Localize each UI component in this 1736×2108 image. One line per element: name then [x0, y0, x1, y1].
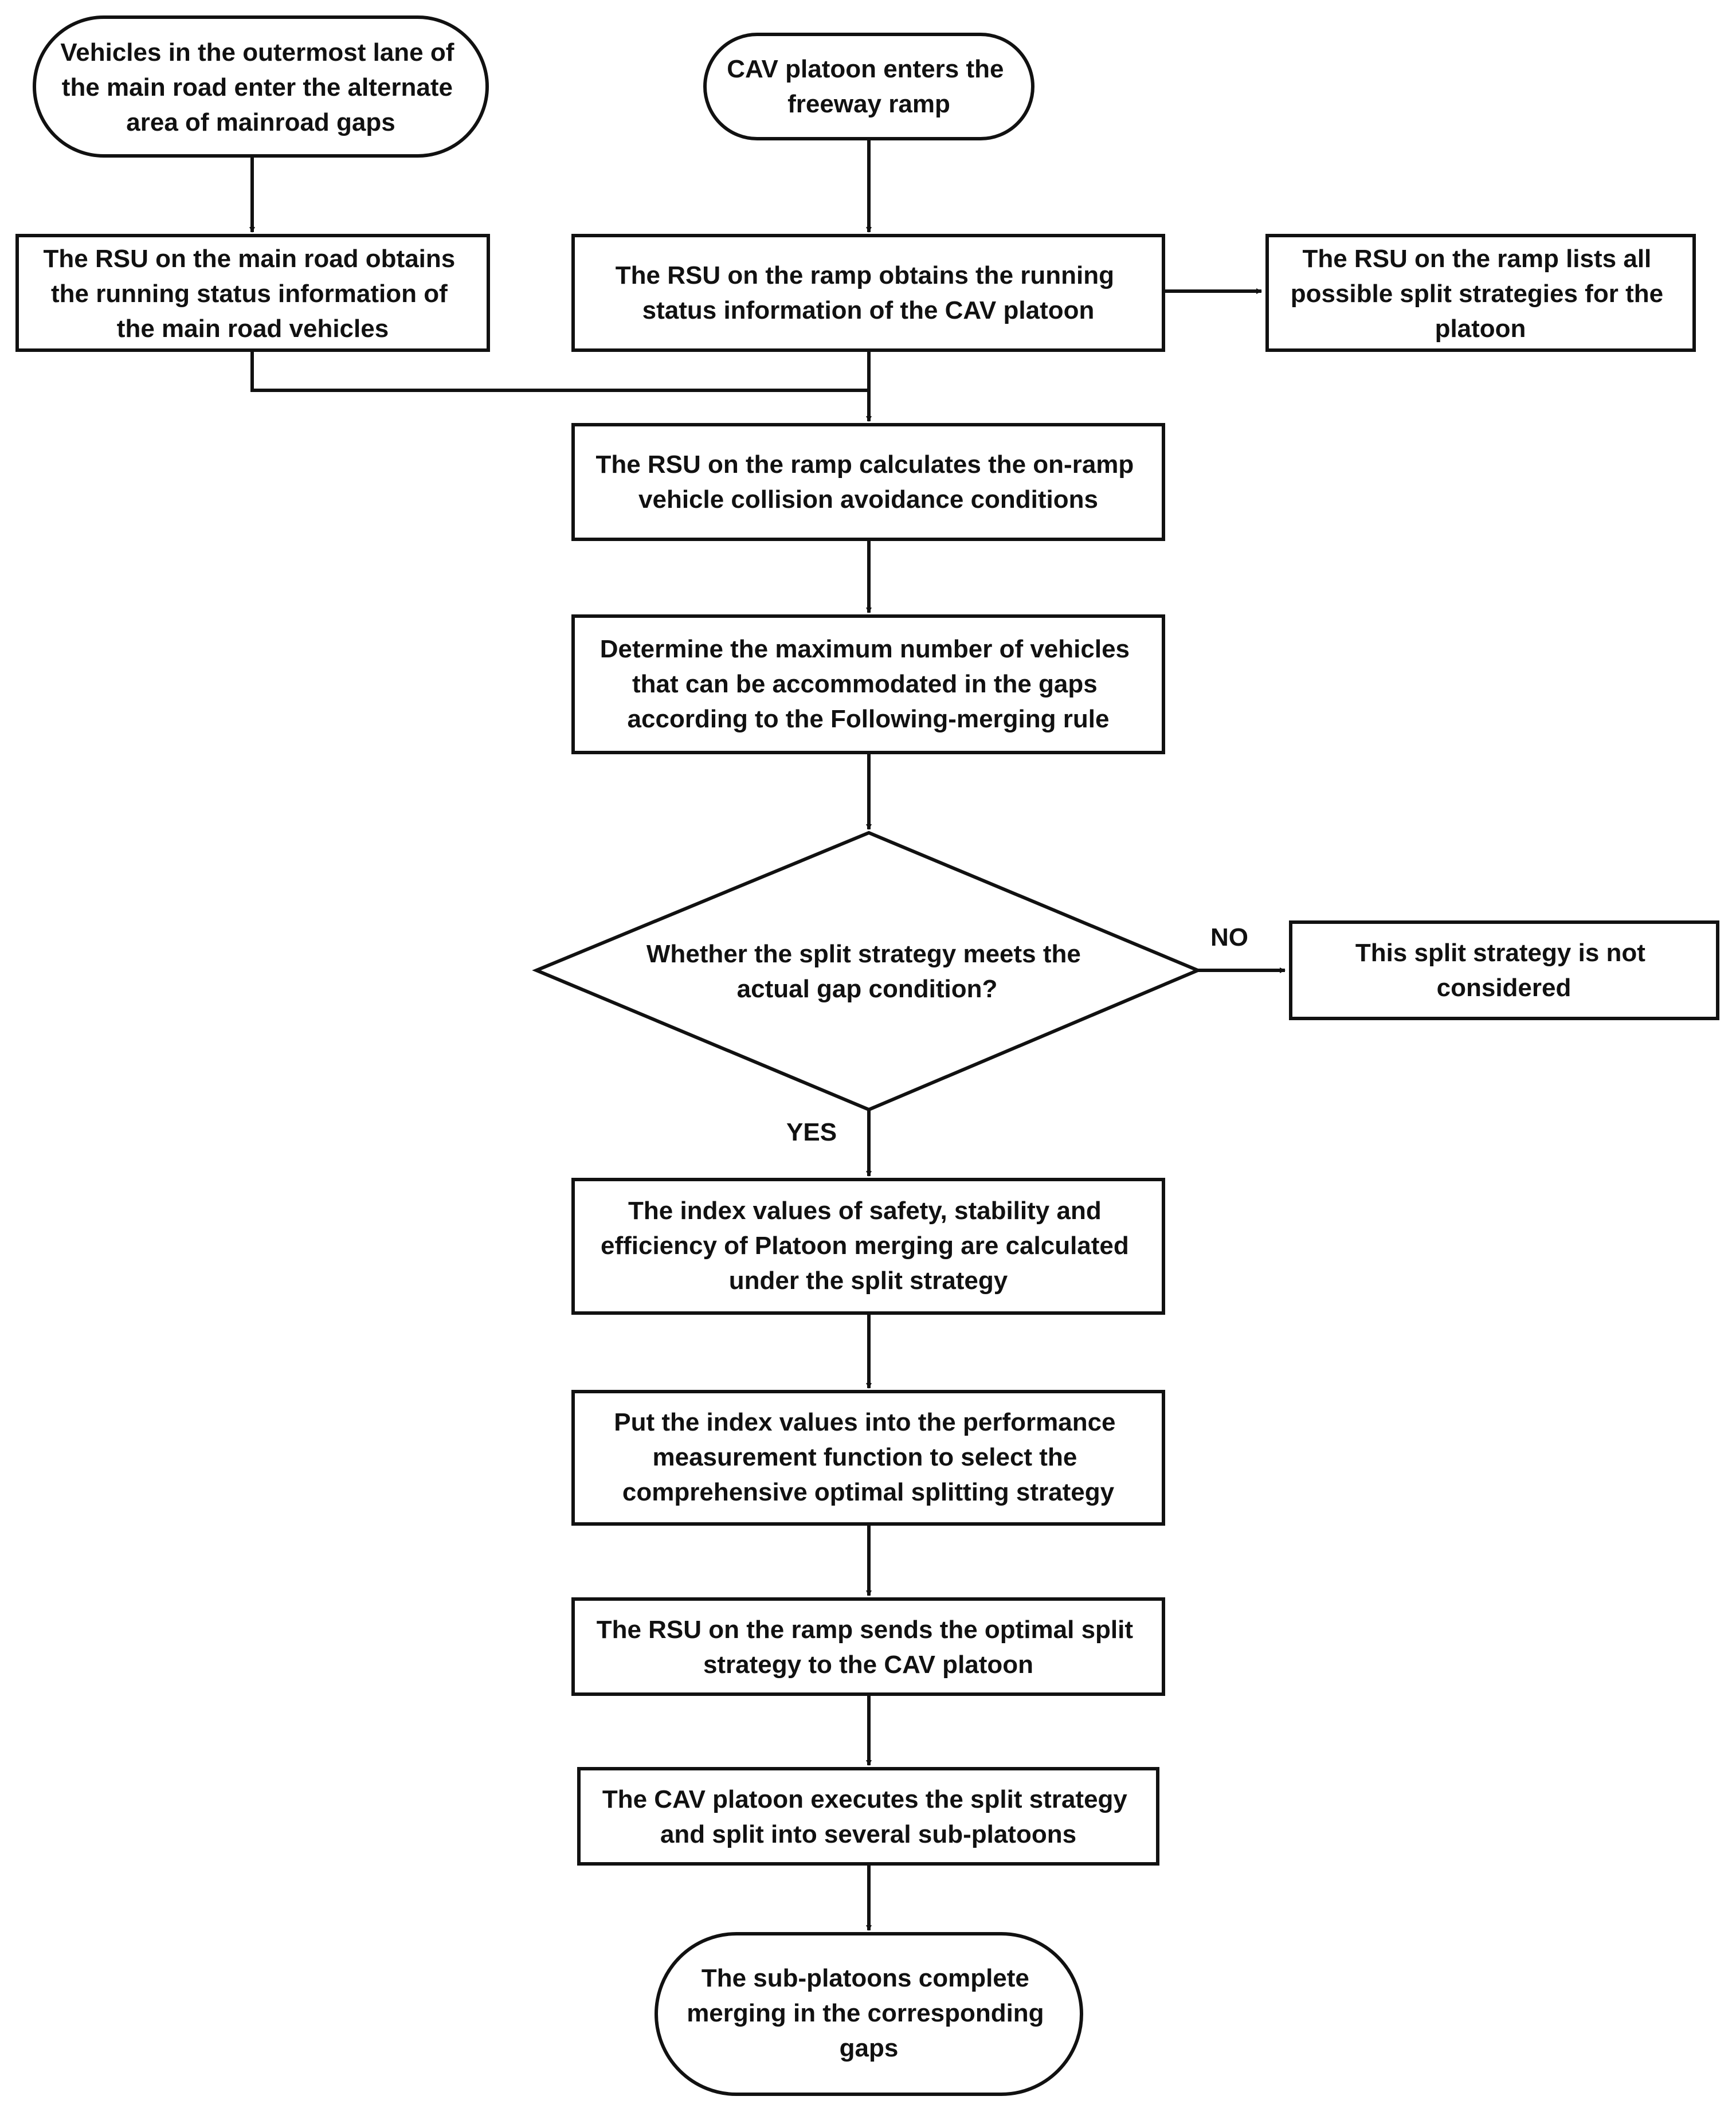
not-considered-box: [1289, 920, 1719, 1020]
start-mainroad-text: Vehicles in the outermost lane of the ma…: [60, 38, 461, 136]
text-line: Put the index values into the performanc…: [614, 1408, 1115, 1436]
text-line: The RSU on the ramp lists all: [1302, 245, 1651, 273]
text-line: The index values of safety, stability an…: [628, 1197, 1102, 1225]
execute-text: The CAV platoon executes the split strat…: [602, 1785, 1134, 1848]
text-line: the main road vehicles: [117, 315, 389, 343]
send-strategy-box: [571, 1597, 1165, 1696]
text-line: merging in the corresponding: [687, 1999, 1044, 2027]
start-platoon-terminal: [703, 33, 1034, 140]
text-line: Determine the maximum number of vehicles: [600, 635, 1130, 663]
decision-text: Whether the split strategy meets the act…: [646, 940, 1088, 1003]
performance-box: [571, 1390, 1165, 1526]
text-line: gaps: [840, 2034, 899, 2062]
text-line: under the split strategy: [729, 1267, 1008, 1295]
text-line: platoon: [1435, 315, 1526, 343]
text-line: The RSU on the ramp obtains the running: [616, 261, 1114, 289]
rsu-list-text: The RSU on the ramp lists all possible s…: [1291, 245, 1671, 343]
text-line: The CAV platoon executes the split strat…: [602, 1785, 1128, 1813]
rsu-main-box: [15, 234, 490, 352]
edge-labels: NO YES: [786, 923, 1248, 1146]
text-line: The RSU on the main road obtains: [44, 245, 456, 273]
index-values-text: The index values of safety, stability an…: [601, 1197, 1136, 1295]
start-mainroad-terminal: [33, 15, 489, 158]
rsu-main-text: The RSU on the main road obtains the run…: [44, 245, 463, 343]
max-vehicles-box: [571, 614, 1165, 754]
rsu-ramp-text: The RSU on the ramp obtains the running …: [616, 261, 1121, 324]
text-line: the running status information of: [51, 280, 448, 308]
text-line: the main road enter the alternate: [62, 73, 453, 101]
execute-box: [577, 1767, 1159, 1866]
node-texts: Vehicles in the outermost lane of the ma…: [44, 38, 1671, 2062]
text-line: according to the Following-merging rule: [628, 705, 1110, 733]
text-line: vehicle collision avoidance conditions: [638, 485, 1098, 514]
text-line: that can be accommodated in the gaps: [632, 670, 1098, 698]
text-line: Vehicles in the outermost lane of: [60, 38, 454, 66]
max-vehicles-text: Determine the maximum number of vehicles…: [600, 635, 1137, 733]
no-label: NO: [1210, 923, 1248, 951]
end-terminal: [655, 1932, 1083, 2096]
index-values-box: [571, 1178, 1165, 1315]
collision-text: The RSU on the ramp calculates the on-ra…: [595, 450, 1141, 514]
text-line: strategy to the CAV platoon: [703, 1651, 1033, 1679]
connectors: [249, 139, 1286, 1931]
rsu-ramp-box: [571, 234, 1165, 352]
text-line: and split into several sub-platoons: [660, 1820, 1076, 1848]
start-platoon-text: CAV platoon enters the freeway ramp: [727, 55, 1010, 118]
rsu-list-box: [1265, 234, 1696, 352]
text-line: freeway ramp: [787, 90, 950, 118]
arrow-rsu-main-join: [250, 350, 869, 392]
text-line: Whether the split strategy meets the: [646, 940, 1081, 968]
text-line: This split strategy is not: [1355, 939, 1645, 967]
send-strategy-text: The RSU on the ramp sends the optimal sp…: [597, 1616, 1141, 1679]
text-line: The sub-platoons complete: [702, 1964, 1029, 1992]
not-considered-text: This split strategy is not considered: [1355, 939, 1652, 1002]
performance-text: Put the index values into the performanc…: [614, 1408, 1123, 1506]
collision-box: [571, 423, 1165, 541]
shapes: [15, 15, 1719, 2096]
text-line: efficiency of Platoon merging are calcul…: [601, 1232, 1129, 1260]
end-text: The sub-platoons complete merging in the…: [687, 1964, 1051, 2062]
text-line: The RSU on the ramp sends the optimal sp…: [597, 1616, 1134, 1644]
text-line: CAV platoon enters the: [727, 55, 1004, 83]
text-line: status information of the CAV platoon: [642, 296, 1095, 324]
text-line: actual gap condition?: [737, 975, 998, 1003]
text-line: considered: [1437, 974, 1572, 1002]
text-line: possible split strategies for the: [1291, 280, 1663, 308]
text-line: comprehensive optimal splitting strategy: [622, 1478, 1115, 1506]
text-line: The RSU on the ramp calculates the on-ra…: [595, 450, 1134, 479]
yes-label: YES: [786, 1118, 837, 1146]
text-line: measurement function to select the: [652, 1443, 1077, 1471]
text-line: area of mainroad gaps: [126, 108, 395, 136]
decision-diamond: [532, 830, 1202, 1112]
